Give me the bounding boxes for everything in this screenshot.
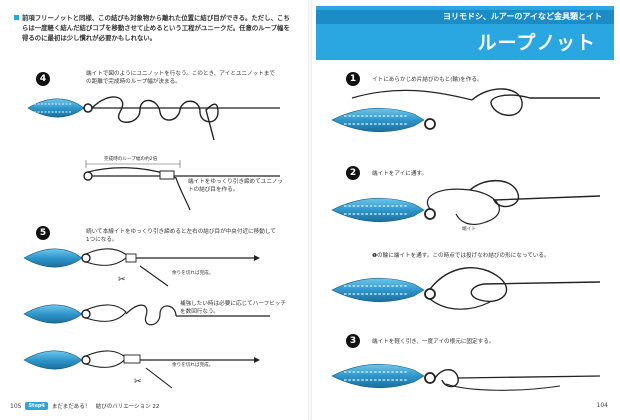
page-title: ループノット: [477, 32, 596, 54]
lure-r3: [331, 363, 436, 389]
step-badge: Step4: [25, 402, 48, 410]
intro-text: 前項フリーノットと同様、この結びも対象物から離れた位置に結び目ができる。ただし、…: [22, 14, 290, 42]
overhand-r2: [469, 179, 601, 208]
cut-label-2: 余りを切れば完成。: [172, 363, 214, 368]
lure-r2b: [331, 277, 436, 303]
loop-4b: [87, 167, 191, 211]
step-3-text: 端イトを軽く引き、一度アイの根元に固定する。: [372, 339, 495, 345]
step-4-badge: 4: [36, 72, 50, 86]
lure-4a: [27, 98, 93, 118]
loop-r2b: [429, 267, 601, 303]
line-r2-through: [426, 188, 500, 226]
half-hitch-5b: [125, 304, 177, 326]
scissors-icon-2: ✂: [134, 377, 142, 387]
line-r1-loose: [351, 89, 473, 101]
knot-4a: [91, 96, 219, 141]
step-5-text: 続いて本線イトをゆっくり引き締めると左右の結び目が中央付近に移動して1つになる。: [86, 229, 276, 244]
step-4-text-2: 端イトをゆっくり引き締めてユニノットの結び目を作る。: [188, 179, 283, 194]
left-footer: 105 Step4 まだまだある！ 結びのバリエーション 22: [10, 402, 159, 410]
loop-5c: [85, 350, 127, 368]
step-2b-text: ❶の輪に端イトを通す。この時点では投げなわ結びの形になっている。: [372, 253, 550, 259]
step-2-text: 端イトをアイに通す。: [372, 171, 428, 177]
step-3-badge: 3: [346, 334, 360, 348]
step-4-text: 端イトで図のようにユニノットを行なう。このとき、アイとユニノットまでの距離で完成…: [86, 71, 275, 86]
intro-marker: [14, 15, 19, 20]
lure-5a: [23, 248, 91, 268]
lure-r2: [331, 197, 436, 223]
header-subtitle: ヨリモドシ、ルアーのアイなど金具類とイト: [316, 10, 614, 24]
reinforce-label: 補強したい時は必要に応じてハーフヒッチを数回行なう。: [180, 301, 286, 316]
overhand-r1: [471, 88, 600, 116]
step-5-badge: 5: [36, 226, 50, 240]
eye-4b: [83, 171, 93, 181]
lure-r1: [331, 107, 436, 133]
lure-5b: [23, 304, 91, 324]
loop-width-label: 完成時のループ幅の約2倍: [104, 157, 158, 162]
lure-5c: [23, 350, 91, 370]
step-1-text: イトにあらかじめ片結びのもと(輪)を作る。: [372, 77, 483, 83]
left-page: 前項フリーノットと同様、この結びも対象物から離れた位置に結び目ができる。ただし、…: [10, 14, 290, 410]
page-header: ヨリモドシ、ルアーのアイなど金具類とイト ループノット: [316, 6, 614, 60]
loop-5b: [85, 304, 127, 322]
scissors-icon: ✂: [118, 275, 126, 285]
left-page-number: 105: [10, 402, 22, 410]
loop-5a: [85, 248, 129, 266]
step-1-badge: 1: [346, 72, 360, 86]
footer-text: まだまだある！ 結びのバリエーション 22: [51, 404, 160, 410]
cut-label-1: 余りを切れば完成。: [172, 271, 214, 276]
step-2-badge: 2: [346, 166, 360, 180]
line-label: 端イト: [462, 227, 476, 232]
knot-4b: [159, 170, 175, 180]
right-page-number: 104: [596, 402, 608, 409]
page-gutter: [308, 0, 312, 420]
